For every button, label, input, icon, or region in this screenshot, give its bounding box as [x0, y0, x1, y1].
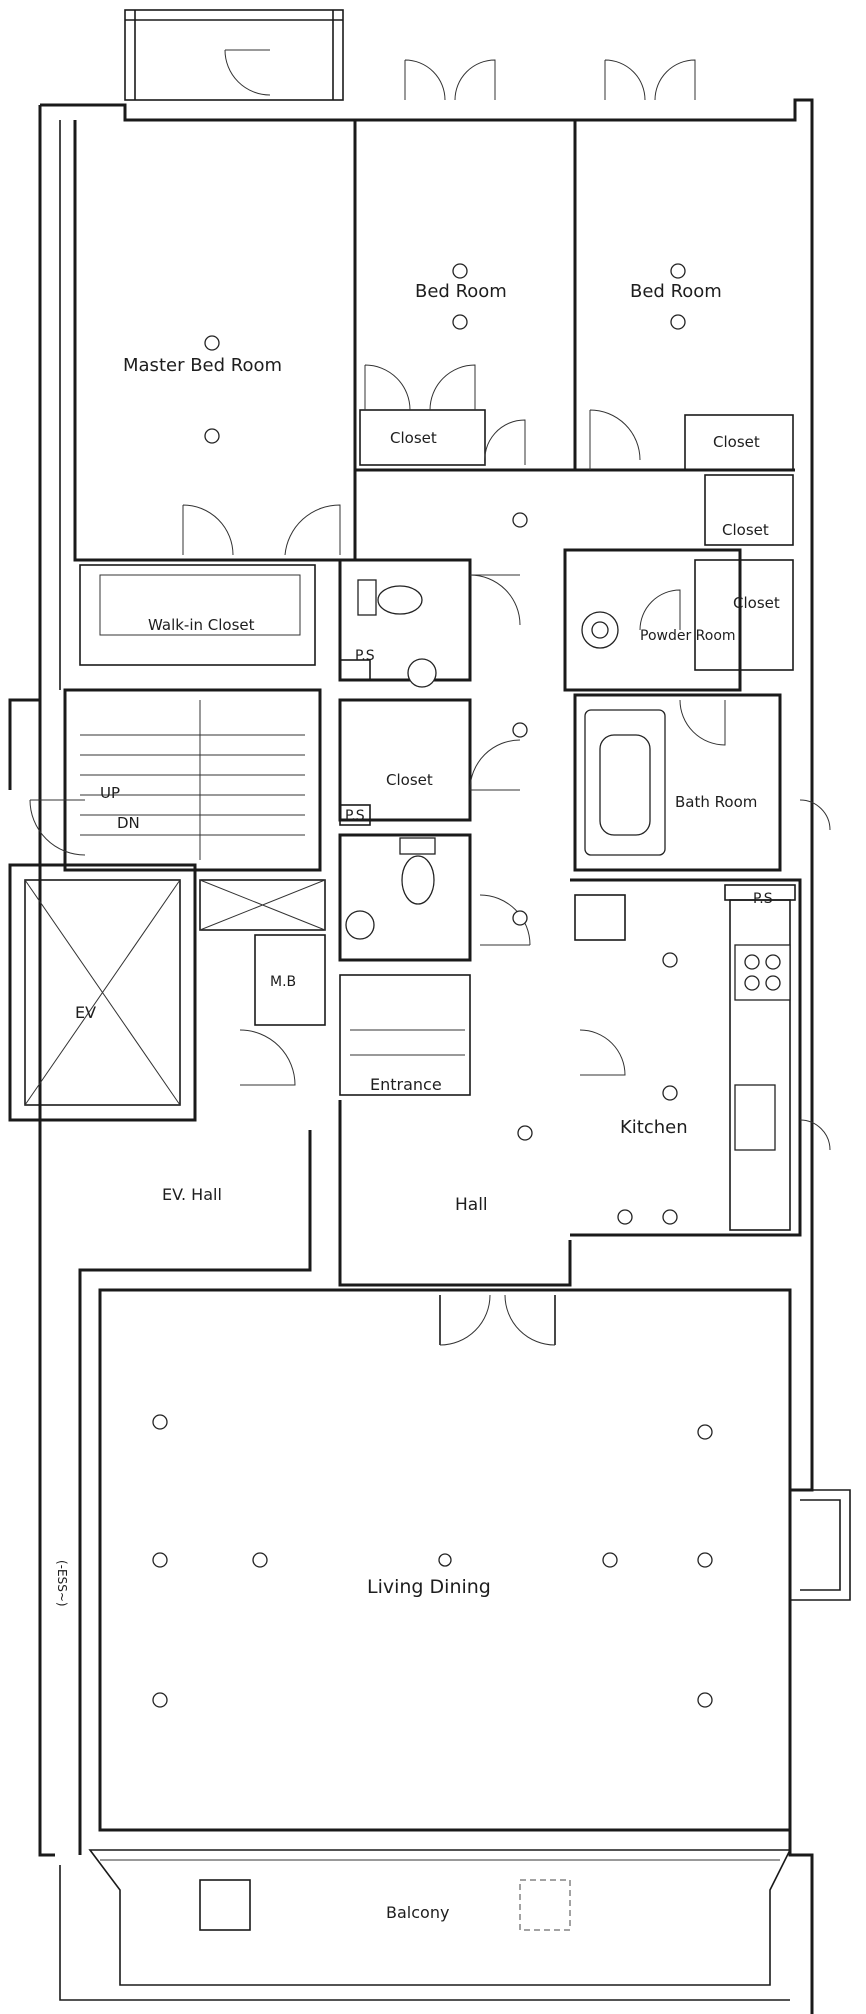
room-labels: Master Bed Room Bed Room Bed Room Closet… [55, 281, 780, 1922]
ceiling-light-icon [517, 1125, 533, 1141]
stair-dn-label: DN [117, 814, 140, 832]
ceiling-light-icon [512, 722, 528, 738]
ceiling-light-icon [152, 1414, 168, 1430]
door-swing-icon [439, 1294, 556, 1346]
door-swing-icon [239, 1029, 296, 1086]
ceiling-light-icon [662, 952, 678, 968]
hall-label: Hall [455, 1195, 488, 1215]
ceiling-light-icon [512, 910, 528, 926]
closet-label: Closet [390, 429, 437, 447]
stair-up-label: UP [100, 784, 120, 802]
side-dimension-label: (-ESS~) [55, 1560, 69, 1607]
ceiling-light-icon [204, 428, 220, 444]
ceiling-light-icon [697, 1552, 713, 1568]
door-swing-icon [479, 894, 531, 946]
door-swing-icon [224, 49, 271, 96]
ceiling-light-icon [152, 1692, 168, 1708]
interior-walls [8, 120, 851, 1986]
ceiling-light-icon [602, 1552, 618, 1568]
door-swing-icon [469, 574, 521, 626]
powder-room-label: Powder Room [640, 628, 736, 644]
ceiling-light-icon [252, 1552, 268, 1568]
closet-label: Closet [722, 521, 769, 539]
ceiling-light-icon [697, 1692, 713, 1708]
living-dining-label: Living Dining [367, 1576, 491, 1598]
mb-label: M.B [270, 974, 296, 990]
ceiling-light-icon [438, 1553, 452, 1567]
ceiling-light-icon [662, 1085, 678, 1101]
fixtures [24, 579, 791, 1151]
toilet-icon [399, 837, 436, 905]
ceiling-lights [152, 263, 713, 1708]
toilet-icon [581, 611, 619, 649]
ceiling-light-icon [697, 1424, 713, 1440]
ceiling-light-icon [512, 512, 528, 528]
door-swing-icon [604, 59, 646, 101]
door-swing-icon [484, 419, 526, 466]
door-swing-icon [469, 739, 521, 791]
door-swing-icon [589, 409, 641, 470]
entrance-label: Entrance [370, 1075, 442, 1094]
door-swing-icon [654, 59, 696, 101]
bathtub-icon [584, 709, 666, 856]
stove-icon [734, 944, 791, 1001]
ceiling-light-icon [670, 314, 686, 330]
ps-label: P.S [355, 648, 375, 664]
door-swing-icon [639, 589, 681, 631]
door-swing-icon [429, 364, 476, 411]
door-swing-icon [454, 59, 496, 101]
toilet-icon [357, 579, 423, 616]
ceiling-light-icon [452, 314, 468, 330]
door-swing-icon [679, 699, 726, 746]
balcony-label: Balcony [386, 1903, 449, 1922]
door-swing-icon [284, 504, 341, 556]
outer-walls [8, 9, 814, 2014]
ceiling-light-icon [617, 1209, 633, 1225]
ceiling-light-icon [662, 1209, 678, 1225]
ps-label: P.S [345, 808, 365, 824]
ev-label: EV [75, 1003, 96, 1022]
bed-room-label: Bed Room [630, 281, 722, 302]
ceiling-light-icon [204, 335, 220, 351]
ceiling-light-icon [152, 1552, 168, 1568]
ev-hall-label: EV. Hall [162, 1185, 222, 1204]
bath-room-label: Bath Room [675, 793, 757, 811]
master-bed-room-label: Master Bed Room [123, 355, 282, 376]
ceiling-light-icon [452, 263, 468, 279]
door-swing-icon [404, 59, 446, 101]
kitchen-label: Kitchen [620, 1117, 688, 1138]
bed-room-label: Bed Room [415, 281, 507, 302]
closet-label: Closet [733, 594, 780, 612]
doors [29, 49, 831, 1346]
door-swing-icon [182, 504, 234, 556]
ceiling-light-icon [670, 263, 686, 279]
door-swing-icon [579, 1029, 626, 1076]
ps-label: P.S [753, 891, 773, 907]
door-swing-icon [29, 799, 86, 856]
closet-label: Closet [386, 771, 433, 789]
walk-in-closet-label: Walk-in Closet [148, 616, 255, 634]
closet-label: Closet [713, 433, 760, 451]
door-swing-icon [364, 364, 411, 411]
door-swing-icon [799, 799, 831, 1151]
